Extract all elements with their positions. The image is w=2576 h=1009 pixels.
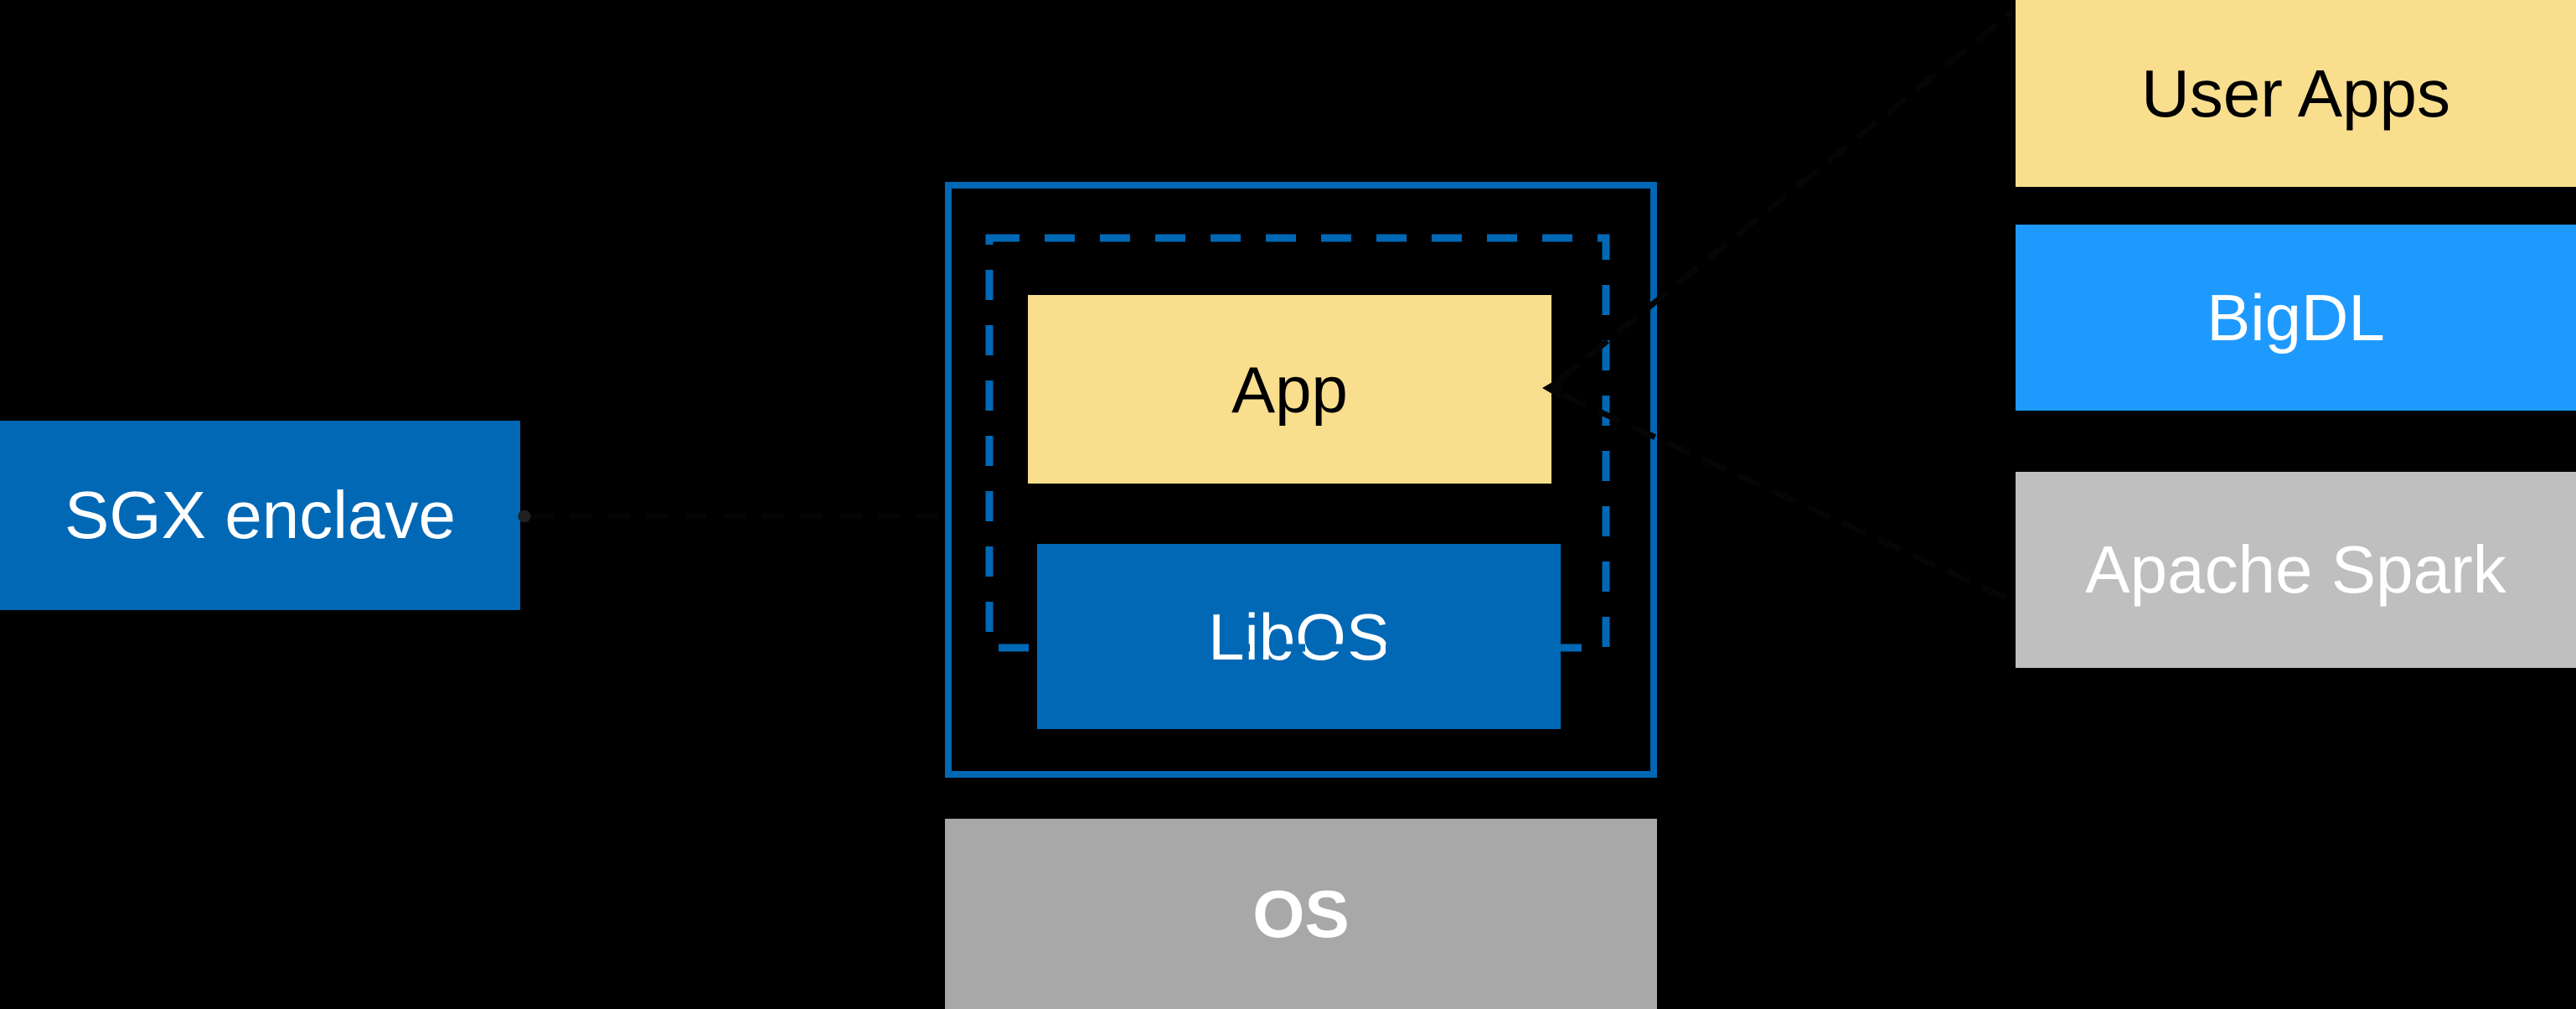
os-box: OS: [945, 819, 1657, 1009]
libos-box: LibOS: [1037, 544, 1561, 729]
sgx-enclave-label: SGX enclave: [65, 478, 456, 552]
stack-to-app-upper-line: [1549, 9, 2015, 389]
apache-spark-label: Apache Spark: [2085, 532, 2506, 607]
bigdl-box: BigDL: [2016, 225, 2576, 411]
user-apps-label: User Apps: [2140, 55, 2451, 131]
bigdl-label: BigDL: [2207, 281, 2385, 354]
app-box: App: [1028, 295, 1551, 484]
sgx-enclave-box: SGX enclave: [0, 421, 520, 610]
apache-spark-box: Apache Spark: [2016, 472, 2576, 668]
app-label: App: [1231, 352, 1348, 427]
os-label: OS: [1252, 876, 1350, 951]
user-apps-box: User Apps: [2016, 0, 2576, 187]
stack-to-app-lower-line: [1550, 386, 2014, 604]
libos-label: LibOS: [1208, 599, 1390, 674]
